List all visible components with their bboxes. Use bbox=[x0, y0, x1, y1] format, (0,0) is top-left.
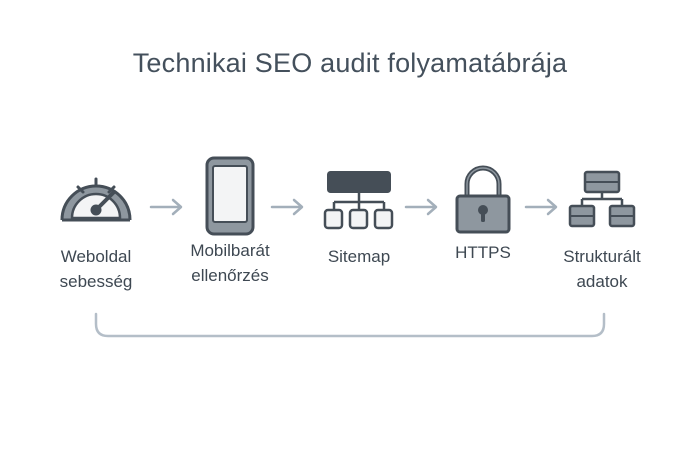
step-mobile-friendly-check: Mobilbarát ellenőrzés bbox=[165, 156, 295, 288]
speedometer-icon bbox=[60, 177, 132, 222]
grouping-bracket bbox=[94, 312, 606, 338]
step-label: HTTPS bbox=[455, 243, 511, 262]
step-sitemap: Sitemap bbox=[294, 160, 424, 269]
smartphone-icon bbox=[205, 156, 255, 236]
arrow-right-icon bbox=[524, 198, 558, 216]
sitemap-icon bbox=[323, 171, 394, 230]
step-label: Mobilbarát ellenőrzés bbox=[190, 241, 270, 285]
arrow-right-icon bbox=[404, 198, 438, 216]
step-label: Strukturált adatok bbox=[563, 247, 641, 291]
step-https: HTTPS bbox=[418, 160, 548, 265]
step-label: Weboldal sebesség bbox=[59, 247, 133, 291]
step-website-speed: Weboldal sebesség bbox=[31, 160, 161, 294]
step-structured-data: Strukturált adatok bbox=[537, 160, 667, 294]
arrow-right-icon bbox=[270, 198, 304, 216]
padlock-icon bbox=[455, 165, 511, 234]
step-label: Sitemap bbox=[327, 247, 391, 266]
arrow-right-icon bbox=[149, 198, 183, 216]
diagram-title: Technikai SEO audit folyamatábrája bbox=[132, 48, 568, 78]
structured-data-icon bbox=[568, 170, 636, 228]
